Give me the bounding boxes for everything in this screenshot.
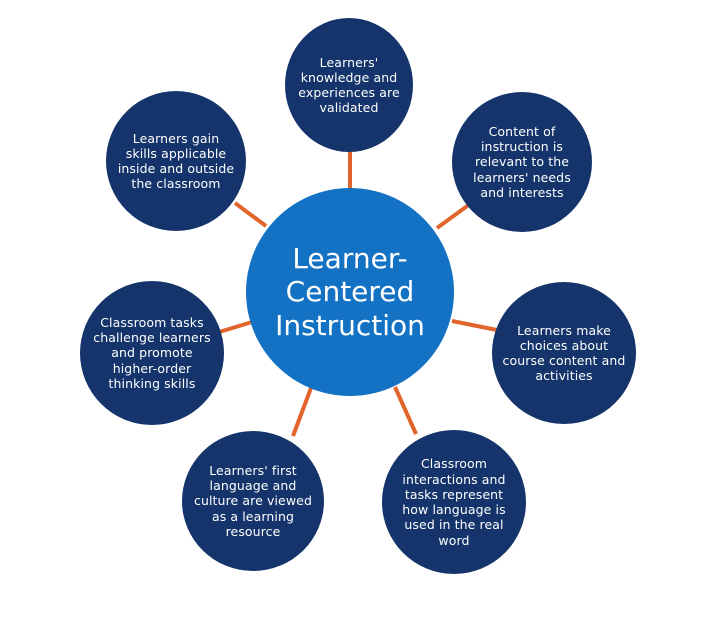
node-classroom-interactions-label: Classroom interactions and tasks represe… [402,456,506,548]
connector-bottom-right [393,386,418,435]
node-classroom-interactions: Classroom interactions and tasks represe… [382,430,526,574]
center-node-learner-centered-instruction: Learner- Centered Instruction [246,188,454,396]
node-learners-choices: Learners make choices about course conte… [492,282,636,424]
node-first-language: Learners' first language and culture are… [182,431,324,571]
connector-right [451,319,498,332]
node-skills-applicable-label: Learners gain skills applicable inside a… [117,130,235,192]
center-node-label: Learner- Centered Instruction [275,242,425,342]
node-skills-applicable: Learners gain skills applicable inside a… [106,91,246,231]
node-classroom-tasks: Classroom tasks challenge learners and p… [80,281,224,425]
node-learners-knowledge-label: Learners' knowledge and experiences are … [298,54,400,116]
node-first-language-label: Learners' first language and culture are… [193,462,313,539]
connector-top-right [435,202,472,230]
node-content-relevant-label: Content of instruction is relevant to th… [473,123,571,200]
node-learners-choices-label: Learners make choices about course conte… [502,322,626,384]
node-learners-knowledge: Learners' knowledge and experiences are … [285,18,413,152]
node-content-relevant: Content of instruction is relevant to th… [452,92,592,232]
node-classroom-tasks-label: Classroom tasks challenge learners and p… [93,314,211,391]
connector-left [215,320,253,335]
connector-top-left [233,201,268,228]
connector-bottom-left [291,387,313,437]
